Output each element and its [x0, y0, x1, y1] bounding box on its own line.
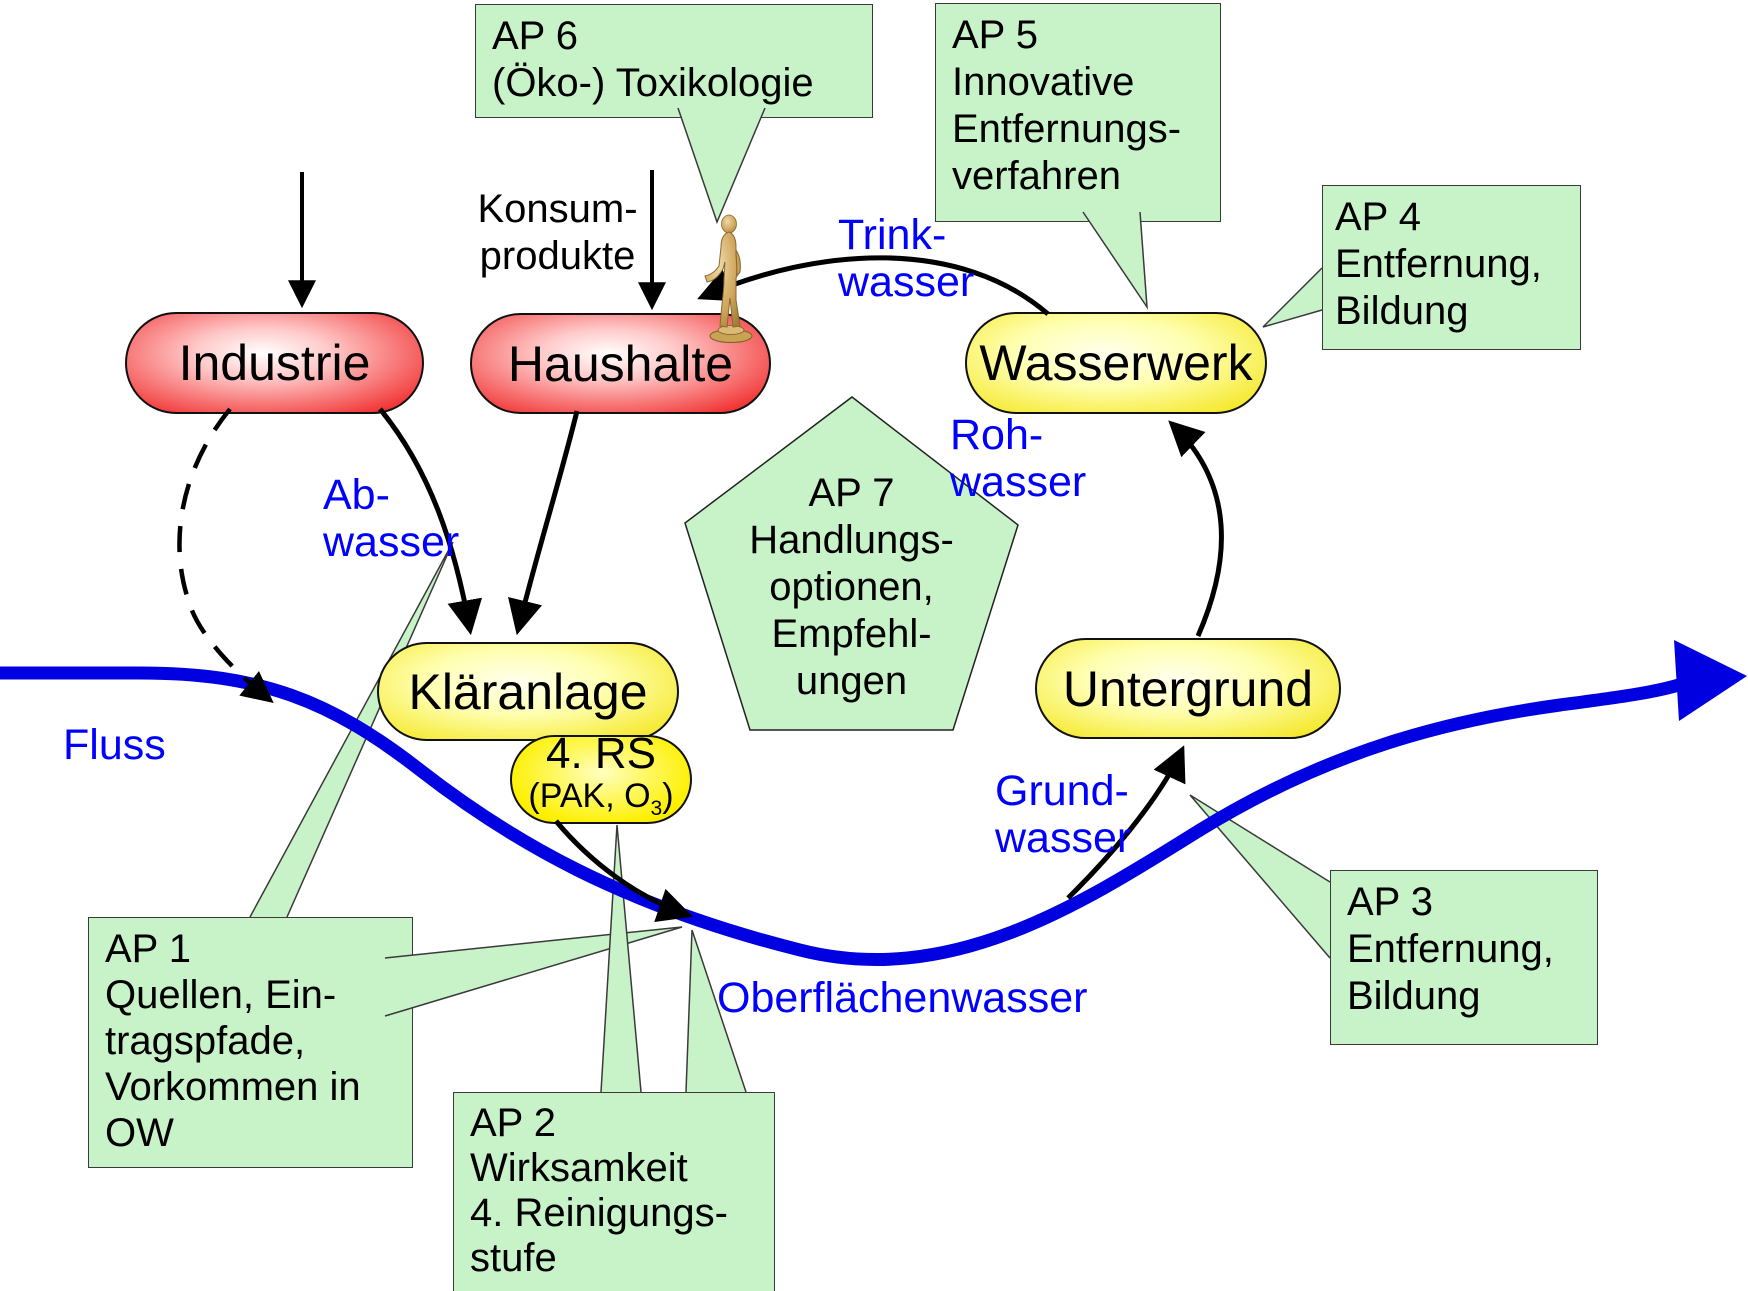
callout-ap4-line: Bildung: [1335, 289, 1469, 333]
label-abwasser: Ab- wasser: [323, 471, 460, 566]
river-path: [0, 666, 1691, 967]
arrow-trinkwasser-to-haushalte: [697, 255, 1050, 316]
river-arrowhead: [1674, 640, 1747, 721]
node-wasserwerk: Wasserwerk: [965, 312, 1267, 414]
callout-ap5-line: Innovative: [952, 60, 1135, 104]
node-untergrund-label: Untergrund: [1062, 660, 1314, 717]
callout-ap1: AP 1 Quellen, Ein- tragspfade, Vorkommen…: [88, 917, 413, 1168]
callout-ap2-line: 4. Reinigungs-: [470, 1191, 728, 1235]
label-trinkwasser: Trink- wasser: [838, 211, 975, 306]
arrow-industrie-to-river-dashed: [177, 407, 274, 703]
callout-ap2-line: Wirksamkeit: [470, 1146, 688, 1190]
node-industrie-label: Industrie: [178, 335, 371, 391]
callout-ap3-line: AP 3: [1347, 880, 1433, 924]
callout-ap6-line: AP 6: [492, 14, 578, 58]
callout-ap1-line: Vorkommen in: [105, 1065, 361, 1109]
arrow-4rs-to-river: [554, 819, 693, 922]
callout-ap1-line: OW: [105, 1111, 174, 1155]
label-grundwasser: Grund- wasser: [995, 767, 1132, 862]
callout-ap7: AP 7 Handlungs- optionen, Empfehl- ungen: [685, 470, 1018, 705]
arrow-haushalte-to-klaeranlage: [508, 410, 580, 636]
node-haushalte: Haushalte: [470, 313, 771, 414]
ap3-tail: [1189, 794, 1331, 959]
callout-ap6-line: (Öko-) Toxikologie: [492, 61, 814, 105]
label-konsumprodukte: Konsum- produkte: [477, 187, 638, 278]
ap5-tail: [1082, 211, 1148, 310]
callout-ap7-line: Handlungs-: [749, 518, 954, 562]
callout-ap5-line: verfahren: [952, 154, 1121, 198]
ap4-tail: [1262, 267, 1323, 328]
callout-ap4: AP 4 Entfernung, Bildung: [1322, 185, 1581, 350]
node-4rs-subtitle: (PAK, O3): [528, 777, 674, 820]
callout-ap1-line: tragspfade,: [105, 1019, 306, 1063]
callout-ap1-line: Quellen, Ein-: [105, 973, 337, 1017]
callout-ap5-line: AP 5: [952, 13, 1038, 57]
label-rohwasser: Roh- wasser: [950, 411, 1087, 506]
callout-ap2-line: AP 2: [470, 1101, 556, 1145]
arrow-grundwasser-to-untergrund: [1066, 745, 1186, 900]
node-haushalte-label: Haushalte: [507, 335, 734, 392]
node-industrie: Industrie: [125, 312, 424, 414]
callout-ap6: AP 6 (Öko-) Toxikologie: [475, 4, 873, 118]
human-statue-icon: [704, 214, 753, 343]
node-wasserwerk-label: Wasserwerk: [979, 335, 1253, 391]
callout-ap2: AP 2 Wirksamkeit 4. Reinigungs- stufe: [453, 1092, 775, 1291]
node-klaeranlage: Kläranlage: [377, 642, 679, 741]
callout-ap4-line: Entfernung,: [1335, 242, 1542, 286]
callout-ap7-line: optionen,: [769, 565, 934, 609]
label-oberflaechenwasser: Oberflächenwasser: [717, 974, 1088, 1022]
label-fluss: Fluss: [63, 721, 166, 769]
callout-ap5-line: Entfernungs-: [952, 107, 1182, 151]
arrow-industrie-to-klaeranlage: [378, 407, 483, 636]
callout-ap7-line: Empfehl-: [771, 612, 932, 656]
callout-ap4-line: AP 4: [1335, 195, 1421, 239]
callout-ap5: AP 5 Innovative Entfernungs- verfahren: [935, 3, 1221, 222]
callout-ap3: AP 3 Entfernung, Bildung: [1330, 870, 1598, 1045]
callout-ap1-line: AP 1: [105, 927, 191, 971]
arrow-rohwasser-to-wasserwerk: [1168, 420, 1224, 638]
node-untergrund: Untergrund: [1035, 638, 1341, 739]
ap2-tail-4rs: [600, 824, 642, 1093]
ap6-tail: [677, 107, 766, 225]
node-klaeranlage-label: Kläranlage: [408, 663, 648, 720]
callout-ap7-line: AP 7: [808, 471, 895, 515]
ap7-pentagon: [684, 396, 1019, 731]
node-vierte-reinigungsstufe: 4. RS (PAK, O3): [510, 731, 692, 824]
callout-ap7-line: ungen: [795, 659, 908, 703]
ap1-tail-river: [384, 926, 683, 1017]
ap2-tail-river: [685, 929, 747, 1093]
callout-ap3-line: Bildung: [1347, 974, 1481, 1018]
callout-ap3-line: Entfernung,: [1347, 927, 1554, 971]
node-4rs-title: 4. RS: [545, 729, 657, 779]
callout-ap2-line: stufe: [470, 1236, 557, 1280]
